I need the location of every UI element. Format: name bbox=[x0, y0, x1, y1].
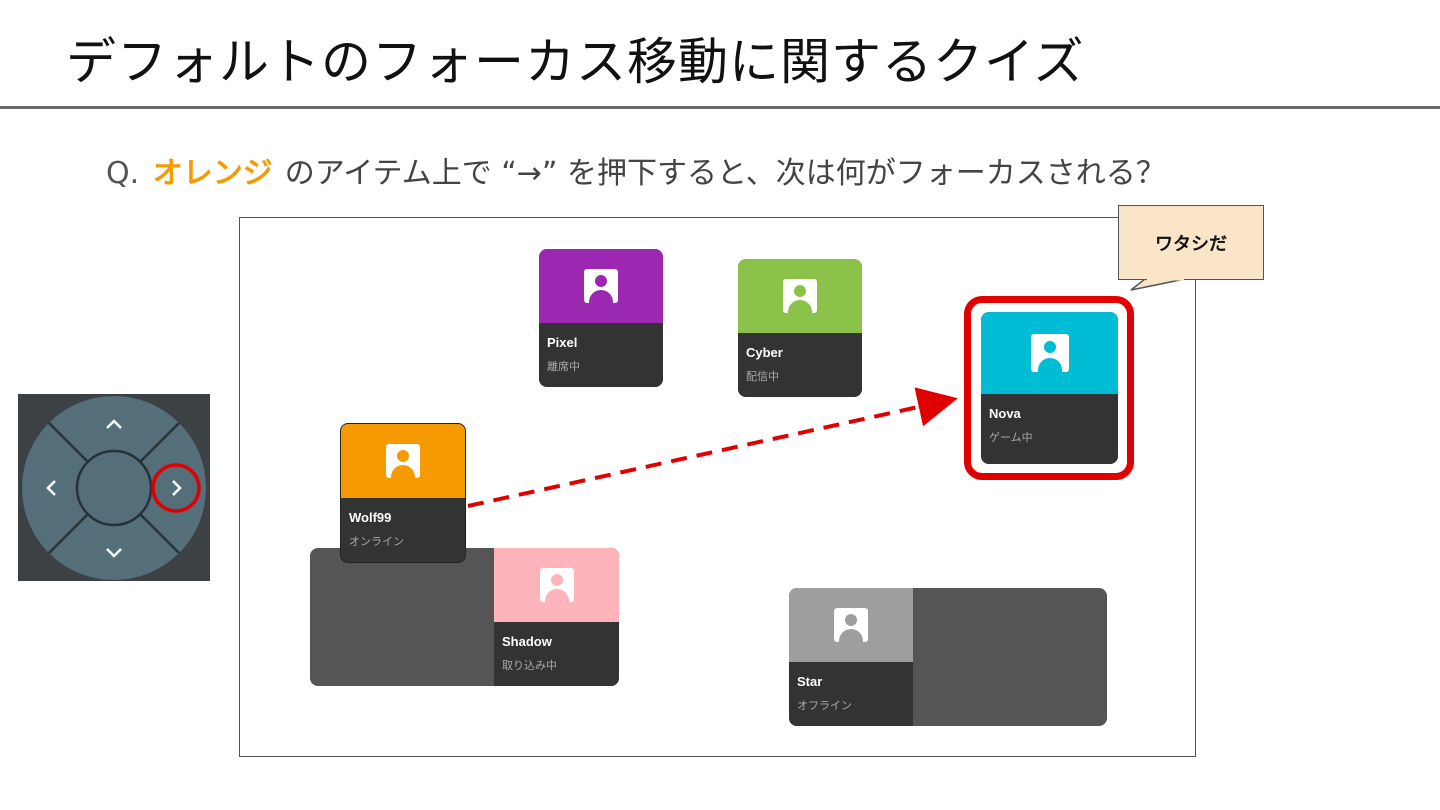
card-status: 離席中 bbox=[547, 360, 580, 373]
card-cyber-header bbox=[738, 259, 862, 333]
chevron-down-icon[interactable] bbox=[106, 548, 122, 558]
card-pixel-header bbox=[539, 249, 663, 323]
callout-text: ワタシだ bbox=[1155, 233, 1227, 255]
question-text: のアイテム上で “→” を押下すると、次は何がフォーカスされる？ bbox=[284, 156, 1166, 191]
card-status: オフライン bbox=[797, 699, 852, 712]
card-wolf99[interactable]: Wolf99 オンライン bbox=[340, 423, 466, 563]
avatar-icon bbox=[1030, 334, 1069, 372]
card-shadow-header bbox=[494, 548, 619, 622]
card-name: Cyber bbox=[746, 345, 783, 360]
card-name: Wolf99 bbox=[349, 510, 392, 525]
dpad-remote bbox=[18, 394, 210, 581]
card-status: オンライン bbox=[349, 535, 404, 548]
chevron-up-icon[interactable] bbox=[106, 419, 122, 429]
card-name: Nova bbox=[989, 406, 1021, 421]
page-title: デフォルトのフォーカス移動に関するクイズ bbox=[66, 33, 1085, 91]
avatar-icon bbox=[584, 269, 618, 303]
card-cyber[interactable]: Cyber 配信中 bbox=[738, 259, 862, 397]
card-status: ゲーム中 bbox=[989, 431, 1033, 444]
title-divider bbox=[0, 106, 1440, 109]
card-nova-header bbox=[981, 312, 1118, 394]
card-name: Star bbox=[797, 674, 823, 689]
card-name: Shadow bbox=[502, 634, 552, 649]
focus-highlight-ring bbox=[964, 296, 1134, 480]
card-wolf99-header bbox=[341, 424, 465, 498]
callout-bubble: ワタシだ bbox=[1118, 205, 1264, 280]
avatar-icon bbox=[386, 444, 420, 478]
question-prefix: Q. bbox=[106, 156, 140, 191]
chevron-right-icon[interactable] bbox=[172, 480, 182, 496]
quiz-question: Q. オレンジのアイテム上で “→” を押下すると、次は何がフォーカスされる？ bbox=[106, 148, 1166, 192]
avatar-icon bbox=[783, 279, 817, 313]
card-pixel[interactable]: Pixel 離席中 bbox=[539, 249, 663, 387]
card-status: 取り込み中 bbox=[502, 659, 557, 672]
card-star[interactable]: Star オフライン bbox=[789, 588, 913, 726]
question-highlight: オレンジ bbox=[152, 156, 273, 191]
wide-card-star[interactable]: Star オフライン bbox=[789, 588, 1107, 726]
card-shadow[interactable]: Shadow 取り込み中 bbox=[494, 548, 619, 686]
card-status: 配信中 bbox=[746, 370, 779, 383]
avatar-icon bbox=[834, 608, 868, 642]
chevron-left-icon[interactable] bbox=[46, 480, 56, 496]
card-nova[interactable]: Nova ゲーム中 bbox=[981, 312, 1118, 464]
dpad-graphic bbox=[22, 396, 206, 580]
right-button-highlight bbox=[151, 463, 201, 513]
card-star-header bbox=[789, 588, 913, 662]
card-name: Pixel bbox=[547, 335, 578, 350]
wide-card-shadow[interactable]: Shadow 取り込み中 bbox=[310, 548, 619, 686]
avatar-icon bbox=[539, 568, 574, 602]
